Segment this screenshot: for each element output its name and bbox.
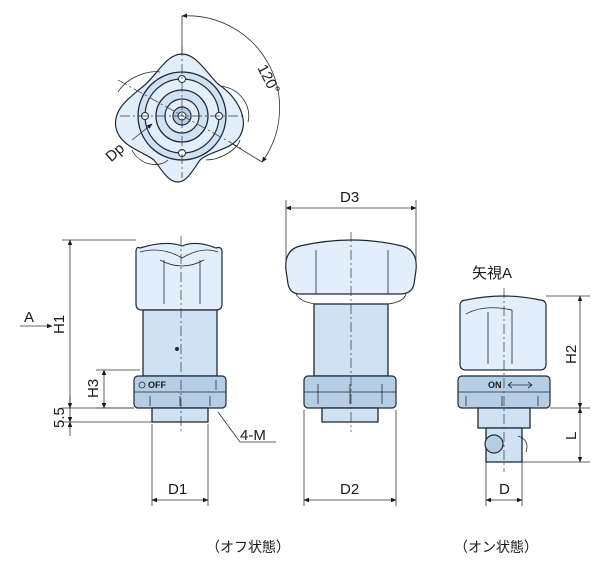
a-label: A — [24, 309, 34, 326]
view-a-label: 矢視A — [472, 265, 512, 282]
d2-label: D2 — [340, 481, 359, 498]
d1-label: D1 — [168, 481, 187, 498]
pin-hole — [484, 434, 504, 454]
shaft-off — [151, 407, 209, 423]
knob-on — [459, 295, 547, 371]
top-view: 120° Dp — [102, 13, 283, 183]
h2-label: H2 — [563, 345, 580, 364]
body-off — [142, 309, 218, 377]
on-state-view: 矢視A ON H2 L D — [457, 265, 590, 506]
dim-5-5-label: 5.5 — [51, 407, 68, 428]
knob-middle — [285, 239, 417, 295]
on-state-caption: （オン状態） — [454, 539, 538, 555]
d3-label: D3 — [340, 189, 359, 206]
on-mark: ON — [488, 380, 502, 390]
off-mark: OFF — [148, 380, 166, 390]
dp-label: Dp — [102, 140, 128, 165]
knob-off — [135, 242, 223, 311]
angle-arc — [181, 13, 280, 163]
h3-label: H3 — [85, 379, 102, 398]
middle-view: D3 D2 — [285, 189, 417, 506]
holes-label: 4-M — [240, 427, 266, 444]
d-label: D — [499, 481, 510, 498]
shaft-middle — [321, 407, 379, 423]
off-state-caption: （オフ状態） — [206, 539, 290, 555]
l-label: L — [563, 432, 580, 440]
off-state-view: OFF H1 A H3 5.5 4-M — [20, 236, 276, 506]
h1-label: H1 — [51, 315, 68, 334]
